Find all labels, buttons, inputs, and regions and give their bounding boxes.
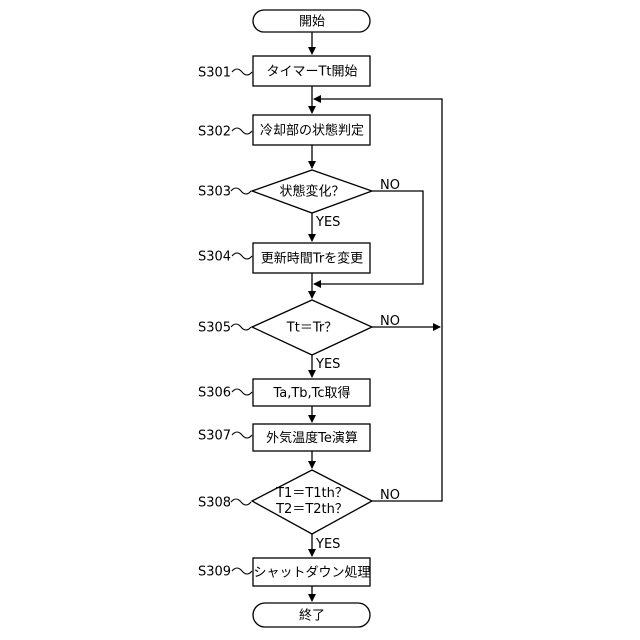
s308-no-label: NO (380, 488, 400, 503)
s306-process-label: Ta,Tb,Tc取得 (272, 385, 350, 401)
s308-leader (231, 499, 251, 505)
s305-step-label: S305 (198, 321, 231, 336)
s307-step-label: S307 (198, 429, 231, 444)
s303-no-label: NO (380, 178, 400, 193)
s306-leader (232, 389, 252, 395)
s302-leader (232, 128, 252, 134)
s305-leader (231, 324, 251, 330)
s306-step-label: S306 (198, 386, 231, 401)
s309-leader (232, 568, 252, 574)
s301-leader (232, 69, 252, 75)
s303-step-label: S303 (198, 185, 231, 200)
start-terminal-label: 開始 (299, 15, 325, 30)
s302-step-label: S302 (198, 125, 231, 140)
s301-process-label: タイマーTt開始 (266, 65, 357, 80)
s305-yes-label: YES (315, 357, 340, 372)
s305-no-label: NO (380, 314, 400, 329)
s308-decision-label-line2: T2＝T2th？ (275, 502, 348, 517)
s302-process-label: 冷却部の状態判定 (260, 123, 364, 139)
s309-step-label: S309 (198, 565, 231, 580)
s307-process-label: 外気温度Te演算 (266, 430, 358, 446)
s308-yes-label: YES (315, 537, 340, 552)
s301-step-label: S301 (198, 66, 231, 81)
s303-leader (231, 188, 251, 194)
end-terminal-label: 終了 (299, 608, 325, 624)
s303-yes-label: YES (315, 215, 340, 230)
s307-leader (232, 432, 252, 438)
s308-step-label: S308 (198, 496, 231, 511)
s304-leader (232, 253, 252, 259)
s304-step-label: S304 (198, 250, 231, 265)
s309-process-label: シャットダウン処理 (253, 566, 370, 581)
s308-decision-label-line1: T1＝T1th？ (275, 486, 348, 501)
s304-process-label: 更新時間Trを変更 (261, 251, 363, 267)
s303-decision-label: 状態変化？ (279, 184, 344, 200)
s305-decision-label: Tt＝Tr？ (286, 321, 337, 336)
